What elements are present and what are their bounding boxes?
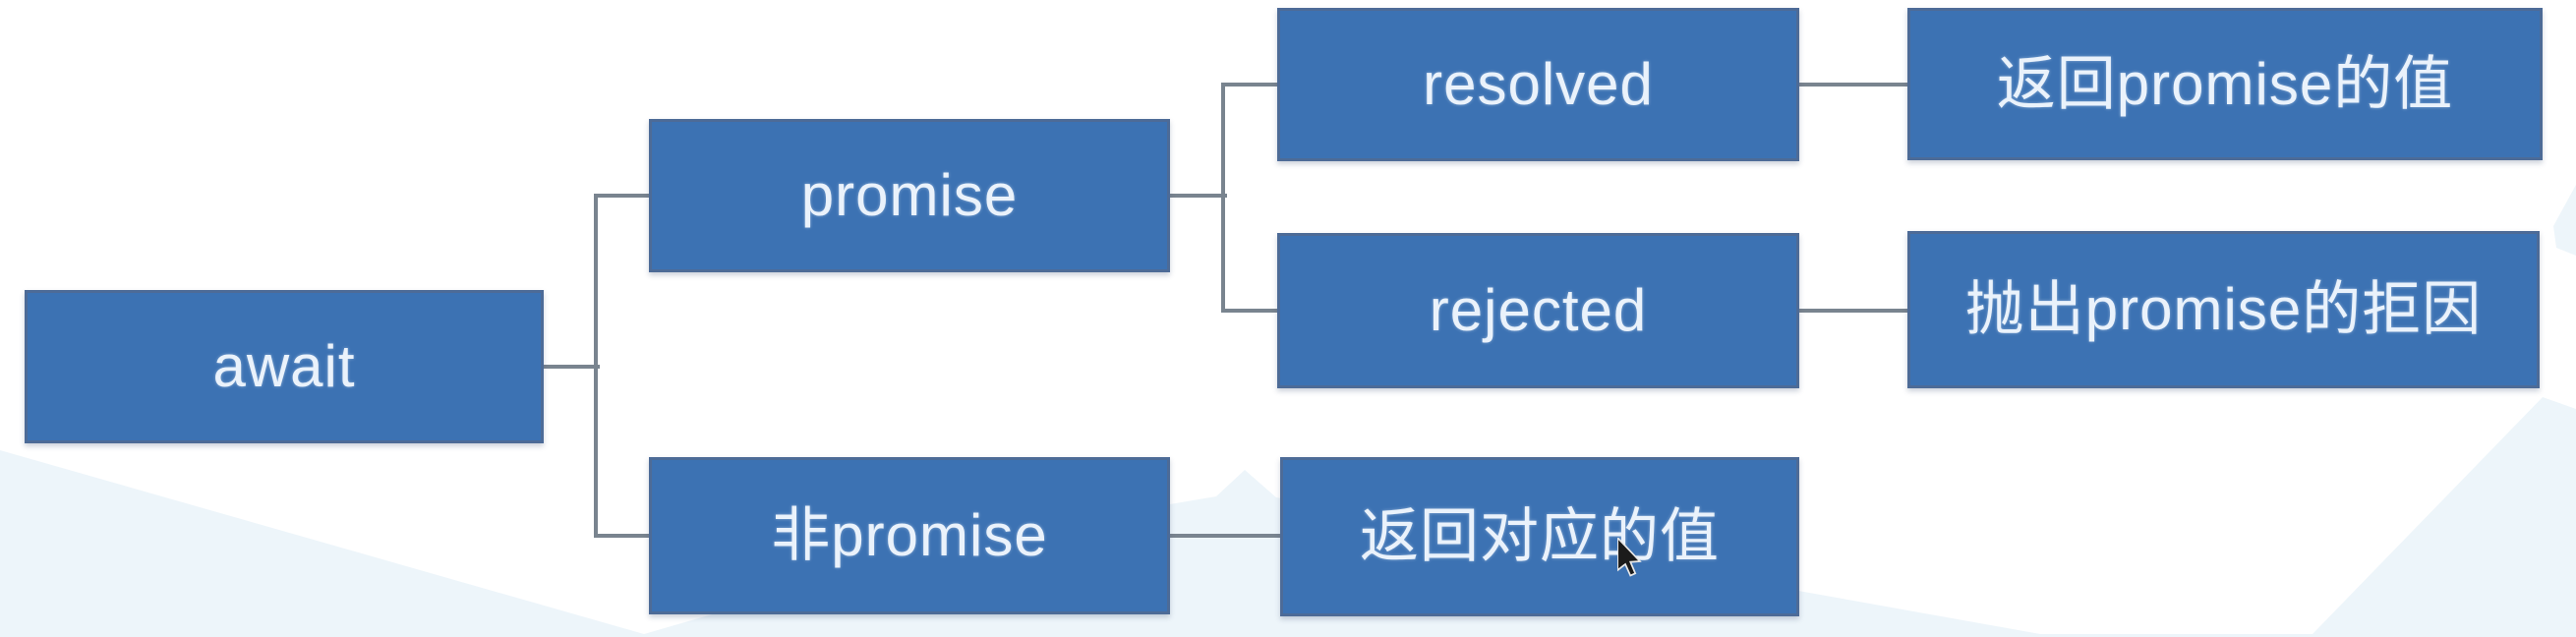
- connector-junction-to-rejected: [1221, 309, 1279, 313]
- node-promise: promise: [649, 119, 1170, 272]
- node-throw-promise-reason: 抛出promise的拒因: [1907, 231, 2540, 388]
- node-await: await: [25, 290, 544, 443]
- node-label-await: await: [212, 333, 356, 399]
- connector-junction-to-resolved: [1221, 83, 1279, 87]
- node-return-corresponding-value: 返回对应的值: [1280, 457, 1799, 616]
- connector-promise-junction-vertical: [1221, 85, 1225, 311]
- connector-junction-to-non-promise: [594, 534, 651, 538]
- connector-rejected-to-throw-promise-reason: [1799, 309, 1909, 313]
- node-label-return-promise-value: 返回promise的值: [1996, 50, 2454, 117]
- node-resolved: resolved: [1277, 8, 1799, 161]
- connector-non-promise-to-return-corresponding-value: [1170, 534, 1282, 538]
- node-non-promise: 非promise: [649, 457, 1170, 614]
- node-label-rejected: rejected: [1429, 277, 1648, 343]
- node-label-return-corresponding-value: 返回对应的值: [1360, 503, 1720, 569]
- node-label-resolved: resolved: [1423, 51, 1654, 117]
- node-label-non-promise: 非promise: [771, 502, 1048, 568]
- connector-await-junction-vertical: [594, 196, 598, 536]
- node-return-promise-value: 返回promise的值: [1907, 8, 2543, 160]
- node-rejected: rejected: [1277, 233, 1799, 388]
- connector-resolved-to-return-promise-value: [1799, 83, 1909, 87]
- connector-junction-to-promise: [594, 194, 651, 198]
- connector-await-to-junction: [544, 365, 600, 369]
- node-label-throw-promise-reason: 抛出promise的拒因: [1964, 276, 2483, 342]
- node-label-promise: promise: [800, 162, 1019, 228]
- connector-promise-to-junction: [1170, 194, 1227, 198]
